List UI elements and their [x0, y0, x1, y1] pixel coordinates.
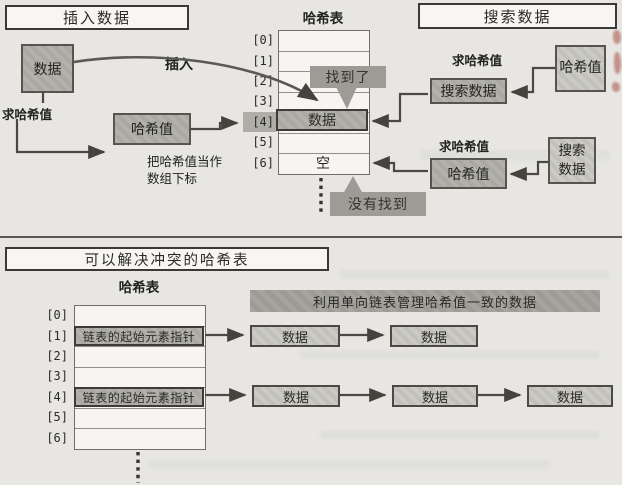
bleed-artifact [613, 30, 621, 44]
found-data-cell-label: 数据 [308, 113, 336, 129]
index-label: [6] [46, 430, 68, 445]
index-label: [5] [252, 135, 274, 150]
hash-value-box-left: 哈希值 [113, 113, 191, 145]
empty-cell-label: 空 [316, 155, 330, 172]
table-row [279, 113, 369, 134]
hash-value-label-left: 哈希值 [131, 122, 173, 138]
bleed-artifact [612, 82, 620, 92]
table-row [75, 368, 205, 389]
index-label: [2] [46, 349, 68, 364]
bleed-artifact [420, 150, 610, 160]
index-label: [4] [46, 389, 68, 404]
chain-data-label: 数据 [281, 330, 308, 346]
index-hint-line1: 把哈希值当作 [147, 154, 223, 169]
chain4-data-node-1: 数据 [252, 385, 340, 407]
hash-to-index-arrow [190, 115, 239, 131]
bleed-artifact [300, 350, 600, 359]
insert-data-title-label: 插入数据 [62, 9, 131, 27]
search-data-input-line2: 数据 [558, 161, 586, 178]
table-row [279, 31, 369, 52]
table-row [75, 327, 205, 348]
index-label: [1] [46, 328, 68, 343]
hash-value-result-label: 哈希值 [447, 166, 490, 183]
list-head-pointer-label: 链表的起始元素指针 [82, 329, 196, 344]
index-label: [2] [252, 74, 274, 89]
chain4-data-node-3: 数据 [527, 385, 613, 407]
collision-table-title: 可以解决冲突的哈希表 [5, 247, 329, 271]
chain-data-label: 数据 [420, 330, 447, 346]
bleed-artifact [150, 460, 550, 469]
list-head-pointer-label: 链表的起始元素指针 [82, 390, 196, 405]
search-data-title: 搜索数据 [418, 3, 617, 29]
chain4-data-node-2: 数据 [392, 385, 478, 407]
index-label: [3] [252, 94, 274, 109]
bottom-hash-table-label: 哈希表 [118, 280, 160, 296]
found-data-cell: 数据 [276, 109, 368, 131]
index-label: [0] [46, 308, 68, 323]
found-callout-label: 找到了 [325, 70, 371, 86]
top-hash-table-label: 哈希表 [302, 11, 344, 27]
chain1-data-node-2: 数据 [390, 325, 478, 347]
chain-data-label: 数据 [282, 390, 309, 406]
bleed-artifact [340, 270, 610, 279]
search1-input-arrow [510, 66, 555, 100]
list-head-pointer-cell-4: 链表的起始元素指针 [74, 387, 204, 407]
index-hint-line2: 数组下标 [147, 171, 198, 186]
search2-input-arrow [509, 160, 548, 182]
table-row [75, 429, 205, 449]
index-label-highlighted: [4] [243, 111, 276, 133]
hash-value-result-box: 哈希值 [430, 158, 507, 189]
index-label: [6] [252, 155, 274, 170]
table-row [279, 72, 369, 93]
data-node-label: 数据 [33, 61, 62, 78]
section-divider [0, 236, 622, 238]
search-data-input-box: 搜索 数据 [548, 137, 596, 184]
search1-table-arrow [371, 92, 428, 129]
table-row [279, 134, 369, 155]
linked-list-banner: 利用单向链表管理哈希值一致的数据 [250, 290, 600, 312]
compute-hash-arrow [15, 119, 106, 160]
found-callout: 找到了 [310, 66, 386, 88]
table-row [75, 388, 205, 409]
table-row [75, 306, 205, 327]
index-label: [5] [46, 410, 68, 425]
index-label: [0] [252, 33, 274, 48]
top-table-index-column: [0] [1] [2] [3] [4] [5] [6] [243, 30, 276, 173]
search-data-title-label: 搜索数据 [483, 7, 552, 26]
not-found-callout-label: 没有找到 [348, 197, 408, 213]
index-label: [3] [46, 369, 68, 384]
compute-hash-label-top-right: 求哈希值 [452, 53, 503, 68]
chain-data-label: 数据 [421, 390, 448, 406]
compute-hash-label-bottom-right: 求哈希值 [439, 139, 490, 154]
search-data-input-line1: 搜索 [558, 143, 586, 160]
collision-table-title-label: 可以解决冲突的哈希表 [84, 252, 250, 269]
data-node-box: 数据 [21, 44, 74, 93]
search2-table-arrow [372, 155, 428, 173]
bleed-artifact [320, 430, 600, 439]
compute-hash-label-left: 求哈希值 [2, 107, 53, 122]
hash-value-input-label: 哈希值 [559, 60, 602, 77]
table-row [75, 347, 205, 368]
search-data-action-label: 搜索数据 [440, 84, 497, 100]
linked-list-banner-label: 利用单向链表管理哈希值一致的数据 [312, 295, 537, 311]
not-found-callout: 没有找到 [330, 192, 426, 216]
list-head-pointer-cell-1: 链表的起始元素指针 [74, 326, 204, 346]
hash-value-input-box: 哈希值 [555, 45, 606, 92]
chain1-data-node-1: 数据 [250, 325, 340, 347]
bottom-table-index-column: [0] [1] [2] [3] [4] [5] [6] [36, 305, 70, 448]
insert-data-title: 插入数据 [5, 5, 189, 30]
chain-data-label: 数据 [556, 390, 583, 406]
bleed-artifact [614, 52, 621, 74]
empty-cell: 空 [278, 152, 368, 173]
table-row [75, 409, 205, 430]
index-label: [1] [252, 53, 274, 68]
insert-arrow-label: 插入 [165, 57, 193, 73]
search-data-action-box: 搜索数据 [430, 78, 507, 104]
